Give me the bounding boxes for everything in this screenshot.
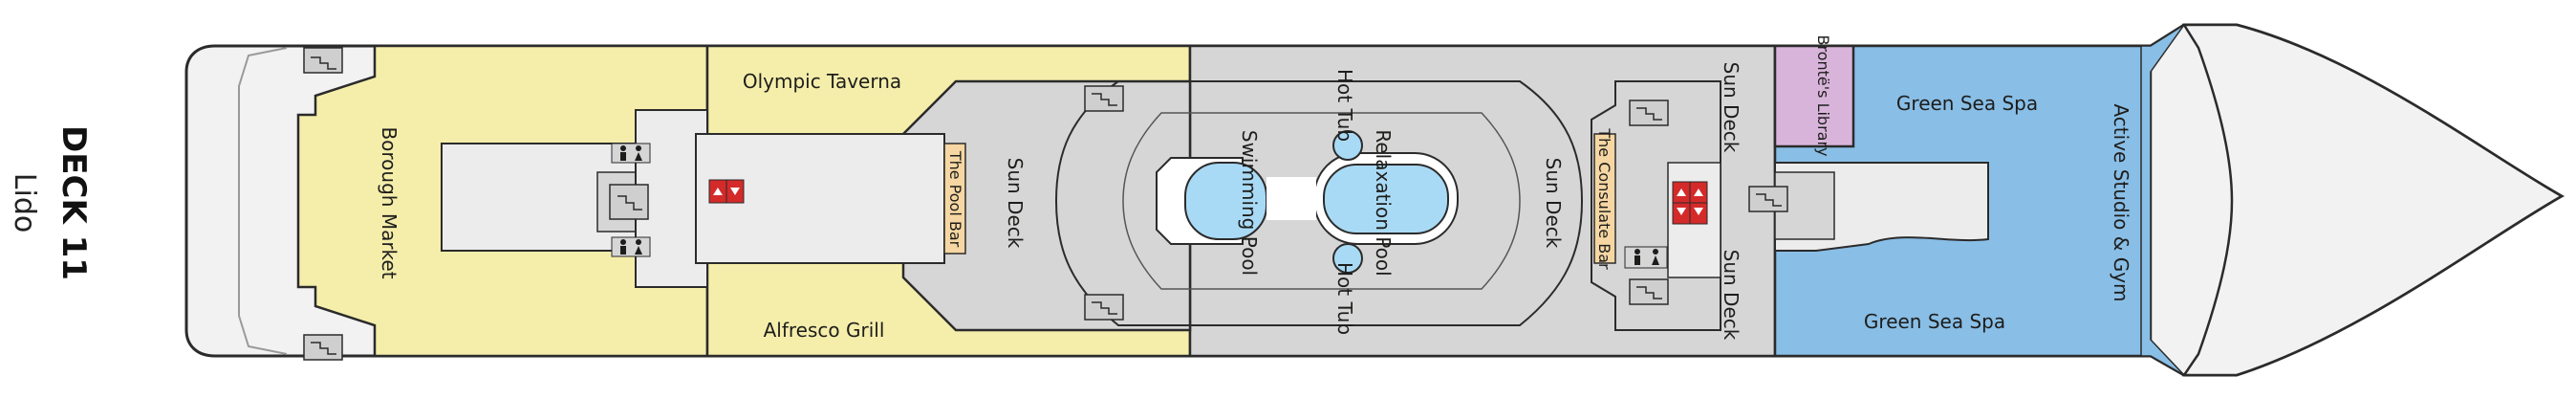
pool-bar-tag — [943, 143, 966, 255]
consulate-bar-tag — [1593, 133, 1616, 264]
stairs-icon — [303, 334, 343, 361]
stairs-icon — [303, 47, 343, 74]
stairs-icon — [1084, 294, 1124, 321]
label-sun-deck-left: Sun Deck — [1004, 158, 1027, 249]
stairs-icon — [1084, 85, 1124, 112]
deck-title: DECK 11 — [54, 125, 93, 280]
label-sun-deck-bottom: Sun Deck — [1720, 250, 1743, 341]
label-green-sea-spa-top: Green Sea Spa — [1896, 92, 2038, 115]
restroom-icon — [611, 143, 651, 164]
label-consulate-bar: The Consulate Bar — [1595, 127, 1613, 270]
hot-tub-top — [1332, 130, 1363, 161]
restroom-icon — [1624, 246, 1668, 269]
label-brontes-library: Brontë's Library — [1814, 34, 1832, 156]
label-active-studio: Active Studio & Gym — [2110, 103, 2132, 301]
restroom-icon — [611, 236, 651, 257]
stairs-icon — [609, 184, 649, 220]
stairs-icon — [1748, 186, 1788, 212]
label-swimming-pool: Swimming Pool — [1238, 130, 1261, 276]
label-alfresco-grill: Alfresco Grill — [764, 319, 885, 342]
lift-icon — [1672, 181, 1708, 225]
bow-area — [2181, 23, 2565, 377]
label-sun-deck-right: Sun Deck — [1542, 158, 1565, 249]
lift-icon — [708, 179, 745, 204]
label-hot-tub-bottom: Hot Tub — [1333, 262, 1356, 335]
pool-inner-outline — [1122, 112, 1521, 290]
deck-heading: DECK 11 Lido — [8, 125, 93, 280]
relaxation-pool — [1323, 164, 1449, 234]
library-area — [1773, 44, 1855, 148]
mid-lobby — [635, 109, 708, 288]
label-green-sea-spa-bottom: Green Sea Spa — [1864, 310, 2005, 333]
label-pool-bar: The Pool Bar — [946, 150, 964, 248]
stairs-icon — [1629, 100, 1669, 126]
pool-deck-walkway — [1266, 177, 1316, 220]
deck-subtitle: Lido — [8, 173, 41, 233]
pool-surround-outline — [1054, 80, 1584, 326]
hot-tub-bottom — [1332, 243, 1363, 274]
label-relaxation-pool: Relaxation Pool — [1372, 129, 1395, 276]
active-studio-area — [2140, 24, 2185, 376]
stairs-icon — [1629, 278, 1669, 305]
label-hot-tub-top: Hot Tub — [1333, 69, 1356, 142]
label-borough-market: Borough Market — [378, 126, 400, 278]
label-olympic-taverna: Olympic Taverna — [743, 70, 901, 93]
label-sun-deck-top: Sun Deck — [1720, 62, 1743, 153]
aft-step-outline — [238, 47, 288, 355]
